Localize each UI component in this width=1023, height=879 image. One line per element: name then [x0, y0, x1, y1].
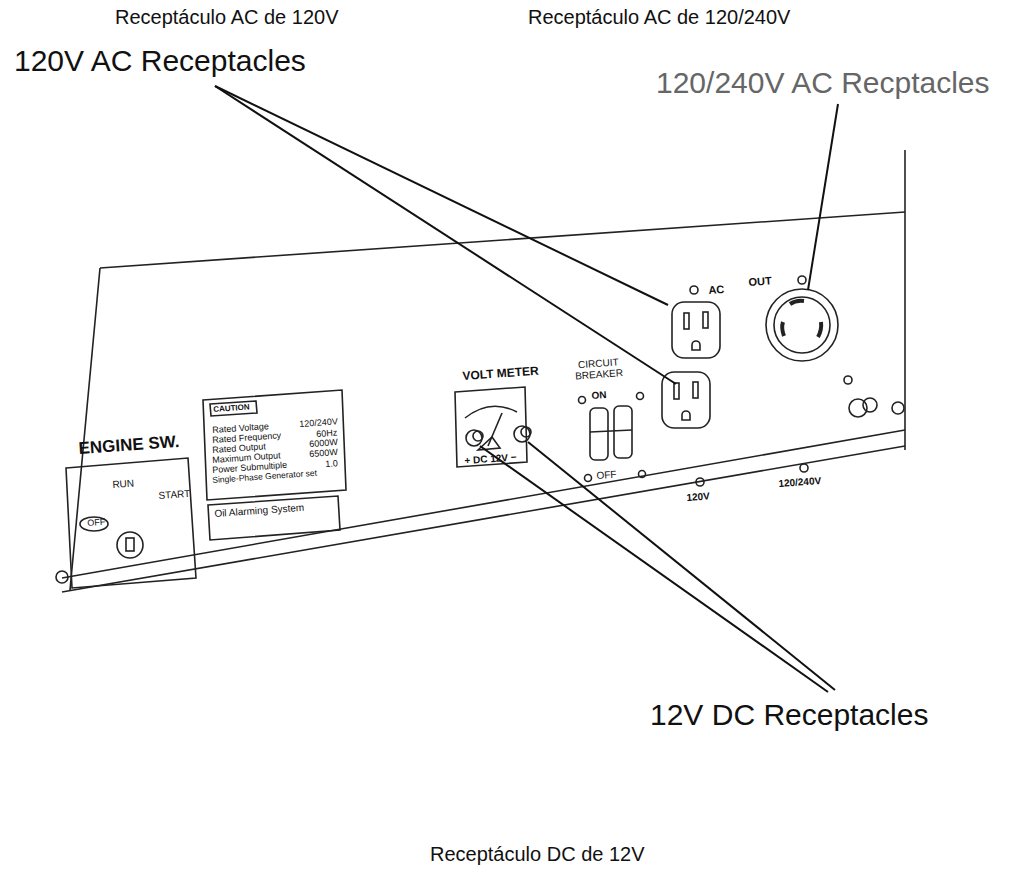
leader-line [215, 86, 668, 305]
screw [892, 402, 904, 414]
leader-line [215, 86, 676, 384]
switch-title: ENGINE SW. [78, 433, 180, 459]
twist-slot [782, 322, 784, 336]
rating-value: 6500W [309, 448, 338, 460]
twist-slot [790, 301, 804, 304]
indicator-dot [637, 393, 644, 400]
outlet-rating: 120V [686, 490, 710, 503]
breaker-position: ON [591, 389, 607, 401]
indicator-dot [579, 397, 586, 404]
indicator-dot [696, 478, 704, 486]
switch-position: OFF [87, 518, 106, 529]
volt-meter [455, 387, 527, 467]
indicator-dot [639, 471, 646, 478]
caption-spanish: Receptáculo DC de 12V [430, 843, 645, 865]
outlet-slot [703, 312, 708, 328]
twist-slot [818, 322, 821, 337]
panel-marking: AC [708, 283, 725, 296]
switch-box [66, 458, 196, 588]
panel-marking: OUT [748, 274, 772, 288]
outlet-slot [684, 313, 689, 329]
leader-line [528, 442, 835, 690]
rating-value: 1.0 [325, 459, 338, 470]
off-oval [80, 517, 108, 531]
outlet-120v [672, 302, 720, 358]
indicator-dot [798, 276, 806, 284]
outlet-face [774, 297, 830, 353]
housing-edge [904, 150, 906, 450]
callout-title: 12V DC Receptacles [650, 698, 928, 731]
ground-hole [692, 341, 700, 350]
indicator-dot [690, 286, 698, 294]
leader-line [808, 104, 838, 290]
breaker-title: CIRCUIT BREAKER [566, 356, 631, 382]
outlet-slot [674, 383, 679, 399]
ground-terminal [863, 398, 877, 412]
outlet-slot [693, 382, 698, 398]
key-switch [117, 532, 143, 558]
breaker-bar [590, 430, 632, 432]
housing-edge [100, 212, 905, 268]
indicator-dot [585, 475, 592, 482]
breaker-position: OFF [596, 469, 617, 481]
breaker-toggle [614, 406, 632, 458]
screw [56, 571, 68, 583]
meter-title: VOLT METER [462, 365, 539, 383]
outlet-rating: 120/240V [778, 475, 821, 489]
oil-plate [208, 496, 340, 540]
dc-terminal [514, 426, 530, 442]
switch-position: START [158, 488, 191, 501]
caution-tag [210, 401, 257, 416]
key-slot [126, 538, 134, 551]
dc-terminal [473, 431, 483, 441]
caption-spanish: Receptáculo AC de 120V [115, 6, 339, 28]
indicator-dot [800, 464, 808, 472]
leader-line [480, 446, 828, 692]
panel-rail [62, 430, 905, 578]
caution-plate [203, 390, 346, 500]
callout-title: 120V AC Receptacles [14, 44, 306, 77]
caption-spanish: Receptáculo AC de 120/240V [528, 6, 790, 28]
breaker-toggle [590, 408, 608, 460]
housing-edge [70, 268, 100, 590]
switch-position: RUN [112, 477, 134, 489]
ground-symbol [844, 376, 852, 384]
dc-terminal [466, 430, 482, 446]
callout-title: 120/240V AC Recptacles [656, 66, 990, 99]
outlet-120-240v [766, 289, 838, 361]
meter-scale [465, 406, 517, 418]
ground-hole [682, 411, 690, 420]
dc-terminal [521, 427, 531, 437]
panel-rail [62, 446, 905, 592]
